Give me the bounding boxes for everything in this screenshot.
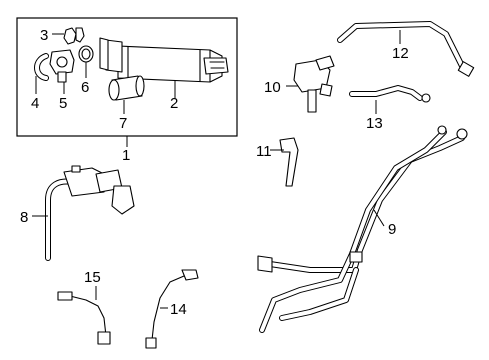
part-4-hose <box>34 53 49 81</box>
callout-10: 10 <box>264 79 281 96</box>
callout-4: 4 <box>31 95 39 112</box>
part-11-bracket <box>279 137 299 187</box>
callout-3: 3 <box>40 27 48 44</box>
part-8-purge-valve <box>45 165 135 261</box>
callout-11: 11 <box>256 143 272 160</box>
callout-9: 9 <box>388 221 396 238</box>
callout-14: 14 <box>170 301 187 318</box>
callout-12: 12 <box>392 45 409 62</box>
part-10-sensor <box>293 55 335 113</box>
callout-8: 8 <box>20 209 28 226</box>
part-6-oring <box>78 45 94 63</box>
part-7-filter <box>108 75 145 101</box>
leader-9 <box>373 209 385 227</box>
callout-13: 13 <box>366 115 383 132</box>
part-12-hose <box>337 21 475 77</box>
callout-1: 1 <box>122 147 130 164</box>
callout-15: 15 <box>84 269 101 286</box>
callout-6: 6 <box>81 79 89 96</box>
callout-5: 5 <box>59 95 67 112</box>
part-2-canister <box>99 37 229 83</box>
callout-2: 2 <box>170 95 178 112</box>
part-14-o2-sensor <box>145 269 199 349</box>
part-5-valve <box>49 49 75 83</box>
callout-7: 7 <box>119 115 127 132</box>
part-13-hose <box>349 85 431 103</box>
part-15-o2-sensor <box>57 291 111 345</box>
part-9-fuel-lines <box>257 125 468 333</box>
part-3-clip <box>63 27 85 45</box>
